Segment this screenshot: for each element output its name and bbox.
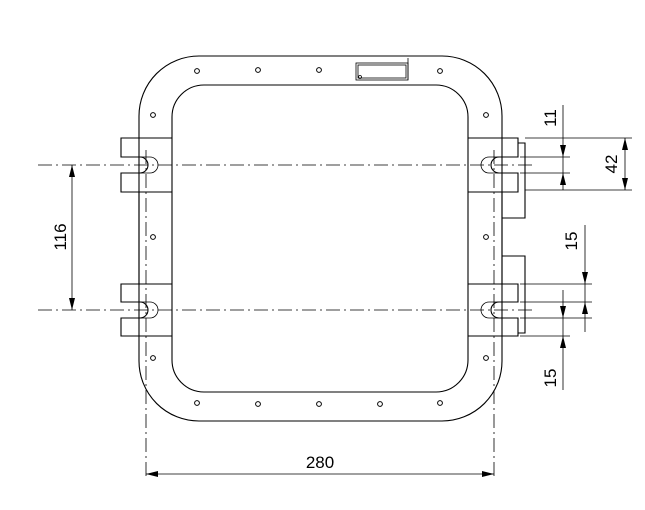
dimension-width: 280 (146, 453, 494, 477)
dimension-slot-bottom-label: 15 (562, 232, 581, 251)
nameplate (355, 58, 409, 81)
right-hinge-bottom (468, 255, 526, 337)
frame-inner-edge (171, 84, 469, 393)
dimension-center-spacing-label: 116 (51, 223, 70, 250)
frame-outer-edge (138, 55, 503, 422)
dimension-bottom-hinge: 15 15 (520, 225, 592, 390)
hatch-frame (138, 55, 503, 422)
center-lines (38, 150, 535, 480)
bolt-holes (150, 67, 489, 407)
right-hinge-top (468, 137, 526, 219)
dimension-slot-top-label: 11 (541, 109, 560, 127)
dimension-center-spacing: 116 (51, 165, 75, 310)
dimension-width-label: 280 (306, 453, 334, 472)
dimension-top-hinge: 11 42 (520, 105, 632, 191)
dimension-offset-bottom-label: 15 (541, 369, 560, 388)
dimension-hinge-height-label: 42 (602, 155, 621, 174)
